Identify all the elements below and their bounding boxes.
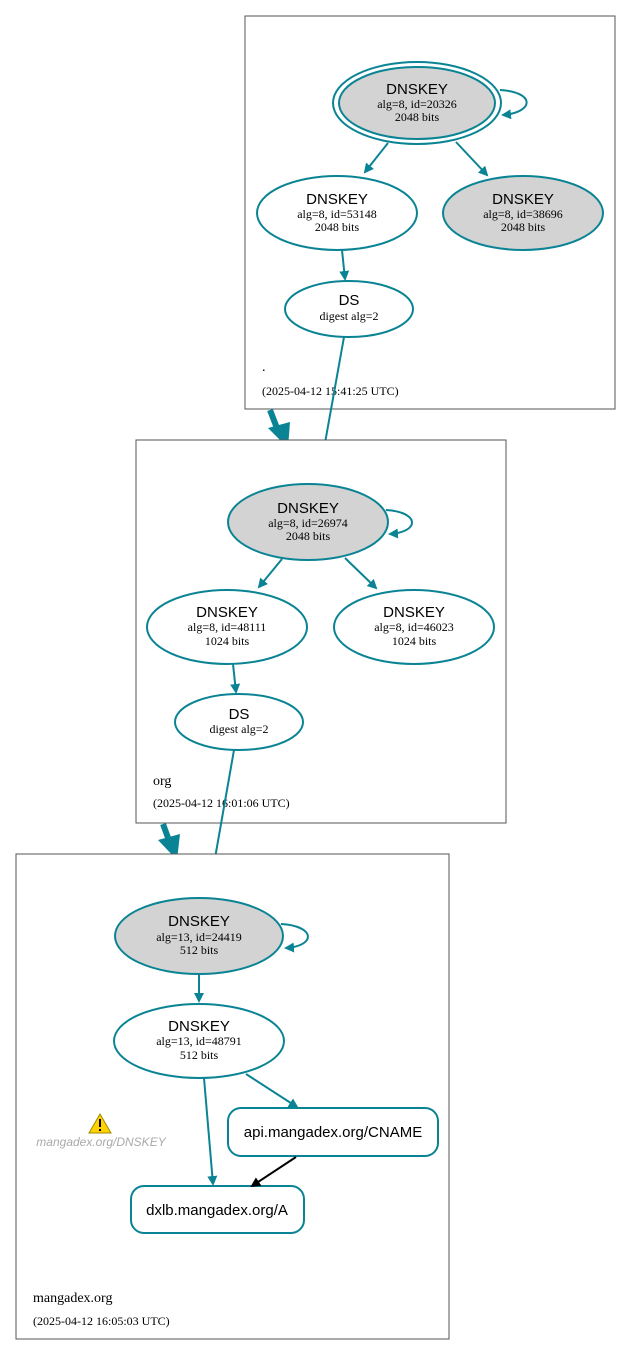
mangadex-zsk-alg: alg=13, id=48791 <box>156 1034 242 1048</box>
org-zsk-alg: alg=8, id=48111 <box>188 620 267 634</box>
zone-org-label: org <box>153 774 171 789</box>
root-zsk2-bits: 2048 bits <box>501 220 546 234</box>
org-ksk-self-edge <box>385 509 413 539</box>
org-ksk-bits: 2048 bits <box>286 529 331 543</box>
root-zsk-bits: 2048 bits <box>315 220 360 234</box>
cname-to-a-edge <box>250 1156 297 1188</box>
org-zsk-bits: 1024 bits <box>205 634 250 648</box>
org-ksk-node[interactable]: DNSKEY alg=8, id=26974 2048 bits <box>227 483 389 561</box>
org-zsk2-title: DNSKEY <box>383 604 445 621</box>
org-zsk2-alg: alg=8, id=46023 <box>374 620 454 634</box>
zone-root-timestamp: (2025-04-12 15:41:25 UTC) <box>262 384 399 398</box>
root-ds-title: DS <box>339 292 360 309</box>
a-record-label: dxlb.mangadex.org/A <box>146 1202 288 1219</box>
warning-label: mangadex.org/DNSKEY <box>36 1135 166 1149</box>
org-zsk-title: DNSKEY <box>196 604 258 621</box>
org-ds-digest: digest alg=2 <box>209 722 268 736</box>
cname-record-node[interactable]: api.mangadex.org/CNAME <box>227 1107 439 1157</box>
cname-record-label: api.mangadex.org/CNAME <box>244 1124 422 1141</box>
org-ksk-title: DNSKEY <box>277 500 339 517</box>
root-zsk-alg: alg=8, id=53148 <box>297 207 377 221</box>
org-ds-title: DS <box>229 706 250 723</box>
a-record-node[interactable]: dxlb.mangadex.org/A <box>130 1185 305 1234</box>
root-zsk2-title: DNSKEY <box>492 191 554 208</box>
mangadex-zsk-to-a-edge <box>203 1077 218 1186</box>
org-zsk2-node[interactable]: DNSKEY alg=8, id=46023 1024 bits <box>333 589 495 665</box>
mangadex-ksk-bits: 512 bits <box>180 943 219 957</box>
mangadex-zsk-node[interactable]: DNSKEY alg=13, id=48791 512 bits <box>113 1003 285 1079</box>
org-ksk-alg: alg=8, id=26974 <box>268 516 348 530</box>
root-ksk-node[interactable]: DNSKEY alg=8, id=20326 2048 bits <box>332 61 502 145</box>
root-ksk-to-zsk-edge <box>363 142 389 174</box>
zone-mangadex-label: mangadex.org <box>33 1291 112 1306</box>
mangadex-zsk-to-cname-edge <box>245 1073 299 1109</box>
mangadex-zsk-bits: 512 bits <box>180 1048 219 1062</box>
root-zsk-to-ds-edge <box>339 249 350 281</box>
root-zsk2-node[interactable]: DNSKEY alg=8, id=38696 2048 bits <box>442 175 604 251</box>
root-zsk-node[interactable]: DNSKEY alg=8, id=53148 2048 bits <box>256 175 418 251</box>
root-ksk-bits: 2048 bits <box>395 110 440 124</box>
org-zsk-node[interactable]: DNSKEY alg=8, id=48111 1024 bits <box>146 589 308 665</box>
org-zsk-to-ds-edge <box>230 663 241 694</box>
root-ksk-title: DNSKEY <box>386 81 448 98</box>
zone-mangadex-timestamp: (2025-04-12 16:05:03 UTC) <box>33 1314 170 1328</box>
root-ksk-to-zsk2-edge <box>455 141 489 177</box>
org-ksk-to-zsk2-edge <box>344 557 378 590</box>
mangadex-ksk-node[interactable]: DNSKEY alg=13, id=24419 512 bits <box>114 897 284 975</box>
mangadex-zsk-title: DNSKEY <box>168 1018 230 1035</box>
root-ds-node[interactable]: DS digest alg=2 <box>284 280 414 338</box>
mangadex-ksk-self-edge <box>280 923 309 953</box>
org-ksk-to-zsk-edge <box>257 558 283 589</box>
mangadex-ksk-title: DNSKEY <box>168 913 230 930</box>
root-zsk-title: DNSKEY <box>306 191 368 208</box>
root-ksk-self-edge <box>499 89 528 120</box>
org-zsk2-bits: 1024 bits <box>392 634 437 648</box>
root-ksk-alg: alg=8, id=20326 <box>377 97 457 111</box>
zone-mangadex: mangadex.org (2025-04-12 16:05:03 UTC) <box>15 853 450 1340</box>
warning-triangle-icon <box>88 1113 112 1134</box>
mangadex-ksk-alg: alg=13, id=24419 <box>156 930 242 944</box>
zone-root-label: . <box>262 360 266 375</box>
zone-org-timestamp: (2025-04-12 16:01:06 UTC) <box>153 796 290 810</box>
root-zsk2-alg: alg=8, id=38696 <box>483 207 563 221</box>
root-ds-digest: digest alg=2 <box>319 309 378 323</box>
org-ds-node[interactable]: DS digest alg=2 <box>174 693 304 751</box>
